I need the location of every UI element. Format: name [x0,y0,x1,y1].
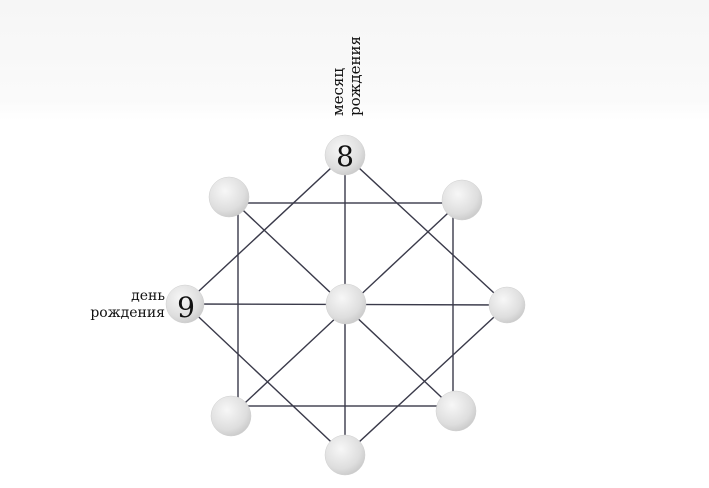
day-label-line2: рождения [90,305,165,321]
node-right [488,286,526,324]
day-label-line1: день [131,288,165,304]
node-bottom [324,434,366,476]
node-center [325,283,367,325]
node-bottom-left [210,395,252,437]
node-bottom-right [435,390,477,432]
node-top-value: 8 [336,140,354,173]
node-left-value: 9 [177,291,195,324]
node-top-left [208,176,250,218]
node-left [165,284,205,324]
node-top-right [441,179,483,221]
day-label: день рождения [90,288,165,322]
node-top [324,134,366,176]
